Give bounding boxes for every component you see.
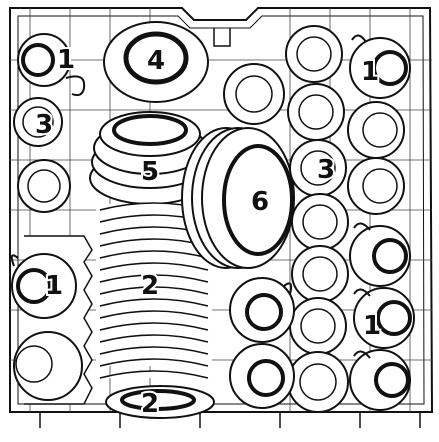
serving-plate	[181, 127, 295, 269]
cup-left-bottom	[13, 331, 83, 401]
glass-right-outer	[347, 101, 405, 215]
label-plate-bottom: 2	[141, 389, 159, 419]
cup-top-left	[17, 33, 86, 97]
glass-right-column-rims	[296, 36, 338, 401]
label-glass-right: 3	[317, 155, 335, 185]
glass-left-2	[17, 159, 71, 213]
cup-right-bottom	[349, 349, 411, 411]
label-glass-left: 3	[35, 110, 53, 140]
label-plates-middle: 2	[141, 271, 159, 301]
cup-middle-bottom	[229, 343, 295, 409]
glass-left	[13, 97, 63, 147]
label-bowl-stack: 5	[141, 157, 159, 187]
label-cups-right-lower: 1	[363, 311, 381, 341]
callout-labels: 1 4 1 3 5 3 6 2 1 1 2	[33, 43, 383, 421]
cup-middle-lower	[229, 277, 295, 343]
bowl-stack	[89, 111, 211, 205]
glass-right-column	[285, 25, 349, 413]
label-bowl-top: 4	[147, 46, 165, 76]
glass-middle	[223, 63, 285, 125]
cup-right-lower	[353, 287, 415, 349]
cup-right-upper	[349, 222, 411, 287]
label-cups-top-right: 1	[361, 57, 379, 87]
cup-left-middle	[10, 253, 77, 319]
label-cups-top-left: 1	[57, 45, 75, 75]
label-serving-plate: 6	[251, 187, 269, 217]
bowl-top	[103, 21, 209, 103]
label-cups-left-middle: 1	[45, 271, 63, 301]
cup-top-right	[349, 34, 411, 99]
plate-bottom	[105, 385, 215, 419]
basket-feet	[39, 412, 421, 428]
glass-right-outer-rims	[362, 112, 398, 204]
